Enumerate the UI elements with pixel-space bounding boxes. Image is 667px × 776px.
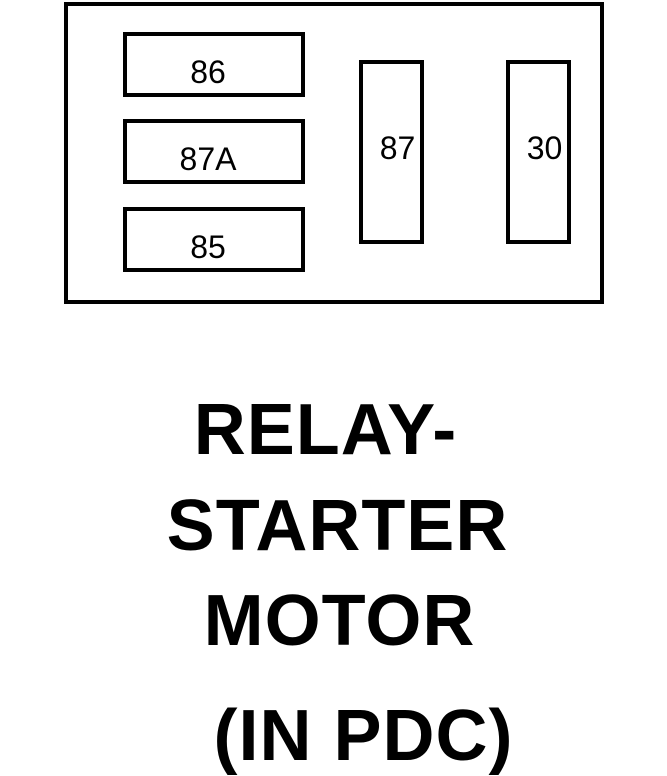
pin-30-label: 30 bbox=[526, 130, 563, 166]
pin-86-terminal: 86 bbox=[123, 32, 305, 97]
relay-outline bbox=[64, 2, 604, 304]
caption-line-1: RELAY- bbox=[193, 390, 458, 470]
pin-86-label: 86 bbox=[190, 53, 226, 90]
pin-87a-terminal: 87A bbox=[123, 119, 305, 184]
pin-87-label: 87 bbox=[379, 130, 416, 166]
pin-85-label: 85 bbox=[190, 228, 226, 265]
pin-30-terminal: 30 bbox=[506, 60, 571, 244]
caption-line-2: STARTER bbox=[166, 486, 509, 566]
pin-87a-label: 87A bbox=[179, 140, 237, 177]
caption-line-4: (IN PDC) bbox=[213, 696, 514, 776]
pin-87-terminal: 87 bbox=[359, 60, 424, 244]
caption-line-3: MOTOR bbox=[203, 581, 476, 661]
pin-85-terminal: 85 bbox=[123, 207, 305, 272]
